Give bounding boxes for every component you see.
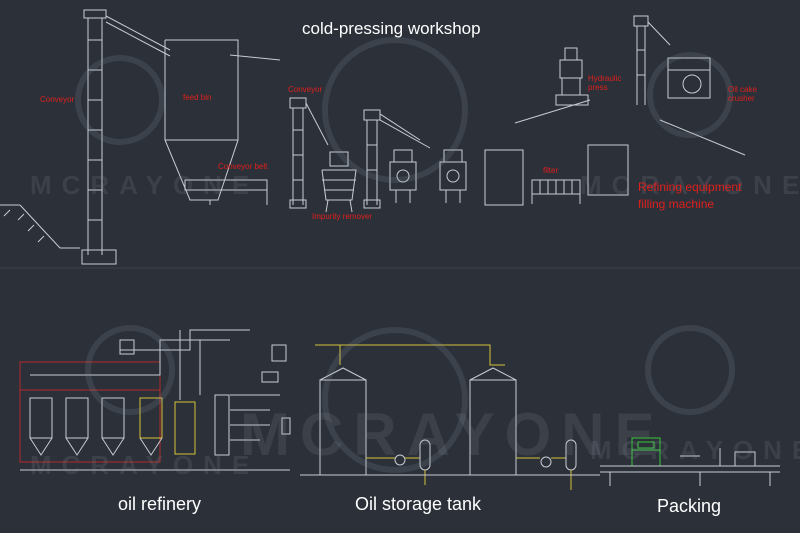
- watermark-logo-circle: [322, 327, 468, 473]
- label-oil-cake-crusher: Oil cake crusher: [728, 85, 757, 103]
- hydraulic-press: [555, 47, 589, 106]
- refining-tank-box: [587, 144, 629, 196]
- crude-oil-tank: [484, 149, 524, 206]
- watermark-logo-circle: [322, 37, 468, 183]
- title-cold-pressing-workshop: cold-pressing workshop: [302, 19, 481, 38]
- bucket-elevator-right: [633, 15, 671, 105]
- screw-conveyor: [184, 179, 268, 205]
- watermark-logo-circle: [75, 55, 165, 145]
- bucket-elevator-tall: [81, 9, 171, 265]
- refinery-plant: [19, 329, 291, 471]
- title-oil-storage-tank: Oil storage tank: [355, 494, 482, 514]
- oil-press-1: [389, 149, 417, 203]
- oil-press-2: [439, 149, 467, 203]
- label-hydraulic-press: Hydraulic press: [588, 74, 622, 92]
- filter-press: [531, 179, 581, 204]
- watermark-text: MCRAYONE: [30, 450, 260, 480]
- watermark-logo-circle: [645, 325, 735, 415]
- title-packing: Packing: [657, 496, 722, 516]
- label-filling-machine: filling machine: [638, 197, 715, 211]
- label-refining-equipment: Refining equipment: [638, 180, 742, 194]
- bucket-elevator-small-1: [289, 97, 329, 209]
- bucket-elevator-small-2: [363, 109, 431, 209]
- watermark-text: MCRAYONE: [590, 435, 800, 465]
- watermark-logo-circle: [647, 52, 733, 138]
- feed-bin: [164, 39, 239, 205]
- watermark-logo-circle: [85, 325, 175, 415]
- label-conveyor-belt: Conveyor belt: [218, 162, 268, 171]
- title-oil-refinery: oil refinery: [118, 494, 202, 514]
- impurity-remover: [321, 151, 357, 213]
- oil-cake-crusher: [667, 57, 711, 99]
- label-filter: filter: [543, 166, 559, 175]
- packing-line: [600, 437, 780, 486]
- label-conveyor-mid: Conveyor: [288, 85, 323, 94]
- label-conveyor-left: Conveyor: [40, 95, 75, 104]
- label-impurity-remover: Impurity remover: [312, 212, 373, 221]
- watermark-text: MCRAYONE: [30, 170, 260, 200]
- watermark-text: MCRAYONE: [240, 401, 665, 468]
- storage-tanks: [300, 344, 600, 490]
- label-feed-bin: feed bin: [183, 93, 212, 102]
- watermark-text: MCRAYONE: [580, 170, 800, 200]
- ground-slope: [0, 204, 80, 249]
